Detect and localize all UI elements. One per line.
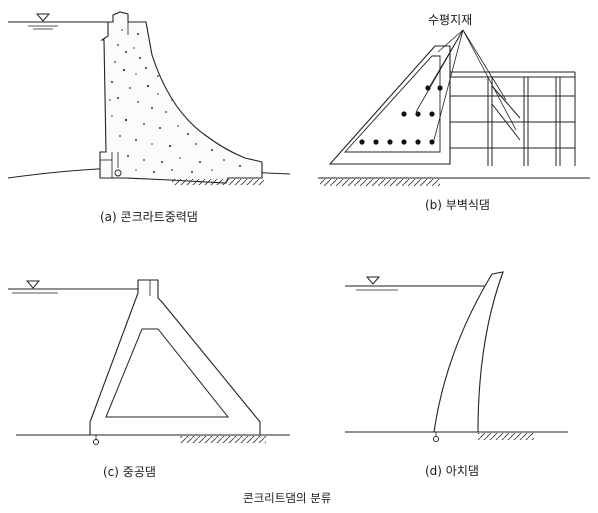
panel-a-gravity-dam: [7, 11, 291, 185]
buttress-profile: [328, 45, 451, 165]
callout-leaders: [415, 29, 517, 141]
caption-d: (d) 아치댐: [425, 464, 479, 478]
caption-a: (a) 콘크라트중력댐: [100, 210, 198, 224]
water-level-icon-a: [35, 13, 51, 22]
arch-dam-body: [433, 271, 504, 433]
strut-callout-label: 수평지재: [428, 13, 473, 27]
panel-d-arch-dam: [345, 271, 568, 443]
water-level-icon-d: [365, 276, 381, 285]
panel-c-hollow-dam: [8, 279, 290, 446]
caption-b: (b) 부벽식댐: [425, 198, 490, 212]
gravity-dam-body: [99, 11, 263, 184]
figure-caption: 콘크리트댐의 분류: [243, 491, 332, 505]
panel-b-buttress-dam: [318, 29, 590, 186]
buttress-frame: [450, 71, 576, 166]
caption-c: (c) 중공댐: [103, 465, 156, 479]
strut-dots: [359, 85, 443, 145]
hollow-cavity: [105, 328, 230, 418]
water-level-icon-c: [25, 280, 41, 289]
